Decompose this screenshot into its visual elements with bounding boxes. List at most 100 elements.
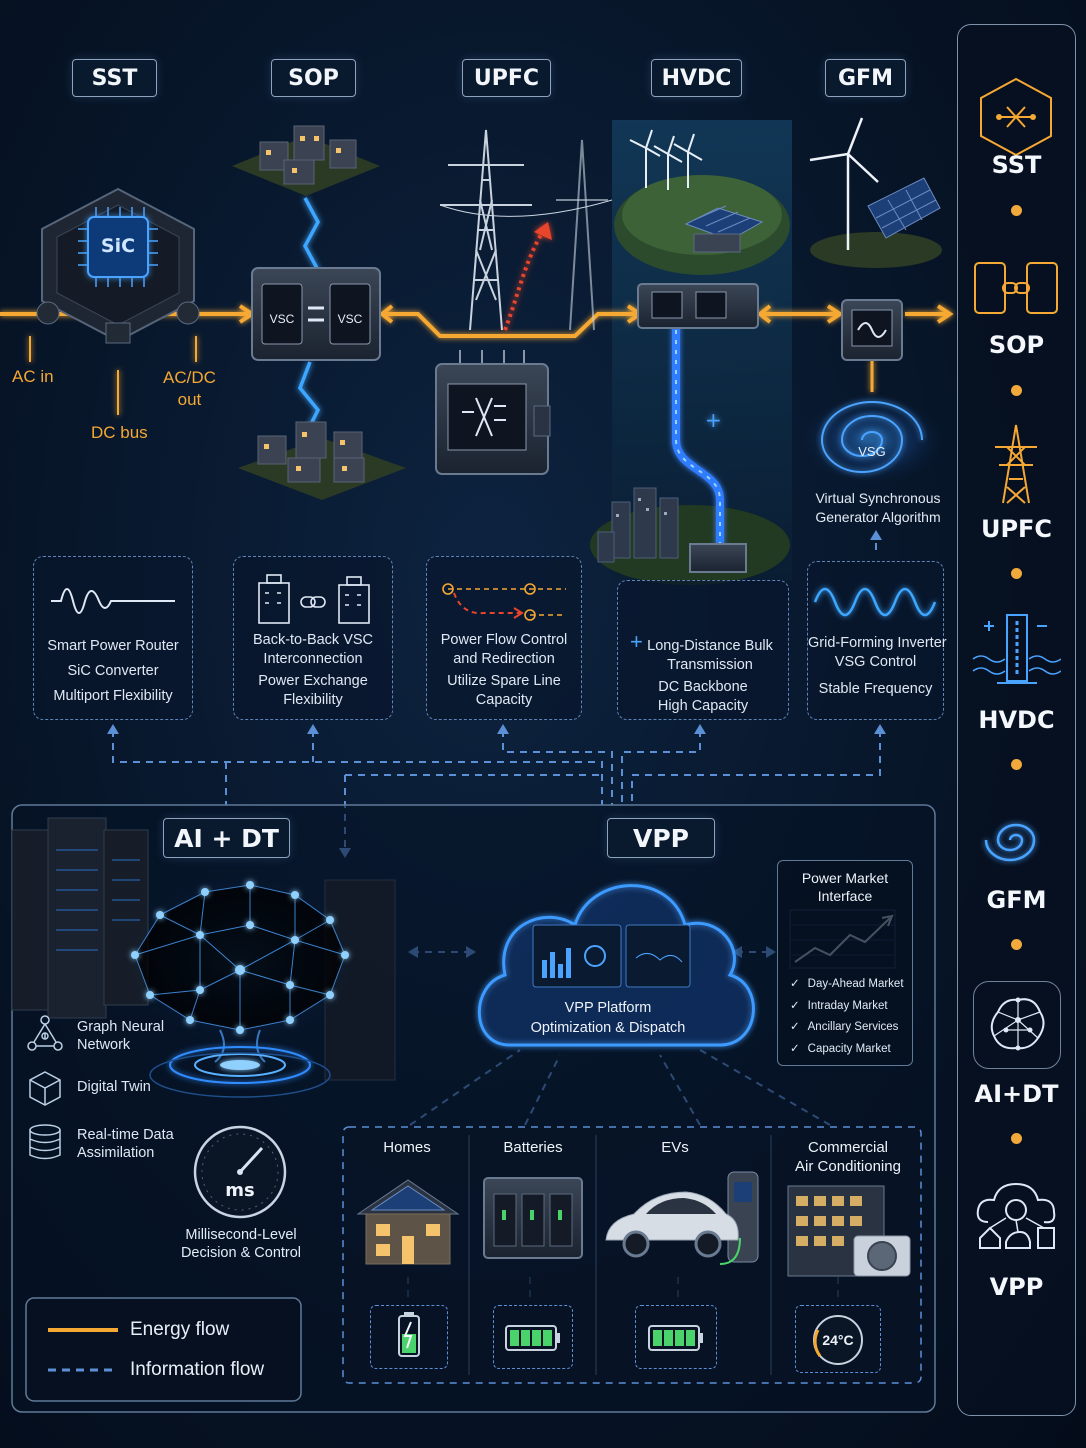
sidebar-dot [1011,759,1022,770]
sst-feature-2: SiC Converter [67,663,159,679]
sop-device: VSC VSC [250,266,382,362]
sop-vsc-right: VSC [337,312,363,326]
legend-energy-label: Energy flow [130,1319,230,1340]
legend-box [25,1297,302,1402]
tag-upfc: UPFC [462,59,551,97]
sidebar-dot [1011,385,1022,396]
sst-acdc-out-label: AC/DC out [163,368,216,409]
ai-feature-digital-twin: Digital Twin [77,1079,151,1095]
sop-feature-2: Power Exchange Flexibility [258,673,368,708]
info-box-upfc: Power Flow Control and Redirection Utili… [426,556,582,720]
waveform-icon [51,588,175,614]
info-box-sst: Smart Power Router SiC Converter Multipo… [33,556,193,720]
battery-charging-icon [398,1312,420,1357]
sidebar-item-upfc[interactable]: UPFC [980,515,1053,543]
home-battery-status [370,1305,448,1369]
vsg-algorithm-label: Virtual Synchronous Generator Algorithm [815,490,941,525]
thermostat-icon [813,1315,863,1365]
ms-label: ms [225,1180,255,1201]
flow-redirect-icon [442,583,566,621]
sst-feature-1: Smart Power Router [47,638,179,654]
decision-label: Millisecond-Level Decision & Control [180,1227,302,1261]
sidebar-item-hvdc[interactable]: HVDC [978,706,1055,734]
ac-thermostat-status: 24°C [795,1305,881,1373]
digital-twin-icon [29,1071,61,1106]
ai-dt-title: AI + DT [163,818,290,858]
sst-dc-bus-label: DC bus [91,423,148,442]
tag-gfm: GFM [825,59,906,97]
house-icon [352,1170,464,1270]
market-item: ✓Capacity Market [790,1042,891,1055]
sidebar-item-gfm[interactable]: GFM [986,886,1047,914]
legend-info-label: Information flow [130,1359,265,1380]
hvdc-feature-2: DC Backbone High Capacity [657,679,749,714]
sic-chip-label: SiC [100,235,136,257]
upfc-towers [439,129,613,331]
upfc-feature-1: Power Flow Control and Redirection [440,632,568,667]
tag-sst: SST [72,59,157,97]
gnn-icon [27,1015,63,1051]
ac-temperature: 24°C [822,1332,854,1348]
buildings-link-icon [258,574,370,624]
info-box-sop: Back-to-Back VSC Interconnection Power E… [233,556,393,720]
brain-network-icon [990,997,1045,1051]
upfc-redirect-arrow [503,222,552,331]
market-list: ✓Day-Ahead Market ✓Intraday Market ✓Anci… [790,976,910,1062]
hvdc-city [594,482,794,578]
category-commercial-ac: Commercial Air Conditioning [795,1139,901,1175]
sop-feature-1: Back-to-Back VSC Interconnection [252,632,374,667]
ai-feature-gnn: Graph Neural Network [77,1019,165,1053]
hvdc-wind-farm [620,118,790,268]
vsg-swirl-icon: VSG [798,392,946,486]
ms-timer-icon [193,1125,287,1219]
sst-ac-in-label: AC in [12,367,54,386]
svg-text:+: + [705,408,722,432]
tag-hvdc: HVDC [651,59,742,97]
sst-device: SiC [34,185,202,345]
sidebar-dot [1011,939,1022,950]
sop-houses-bottom [238,412,406,502]
commercial-building-icon [784,1180,914,1280]
gfm-swirl-icon [984,823,1036,862]
gfm-feature-1: Grid-Forming Inverter VSG Control [808,635,947,670]
sidebar-dot [1011,1133,1022,1144]
vpp-dashboard [532,924,691,988]
sop-link-icon [974,262,1058,314]
ai-feature-data-assimilation: Real-time Data Assimilation [77,1127,174,1161]
ev-car-icon [600,1168,764,1272]
battery-cabinet-icon [480,1170,586,1264]
tag-sop: SOP [271,59,356,97]
gfm-renewables [806,110,946,270]
sop-houses-top [232,112,380,200]
info-box-hvdc: + Long-Distance Bulk Transmission DC Bac… [617,580,789,720]
battery-level-status [493,1305,573,1369]
upfc-device [430,350,554,478]
battery-full-icon [505,1325,560,1351]
sop-vsc-left: VSC [269,312,295,326]
upfc-feature-2: Utilize Spare Line Capacity [447,673,561,708]
sine-wave-icon [813,587,936,617]
sidebar-item-vpp[interactable]: VPP [989,1273,1044,1301]
category-homes: Homes [383,1139,431,1156]
database-icon [29,1124,61,1160]
sidebar-item-sst[interactable]: SST [991,151,1042,179]
gfm-inverter [840,298,904,362]
info-box-gfm: Grid-Forming Inverter VSG Control Stable… [807,561,947,720]
hvdc-cable: + [672,320,724,548]
battery-full-icon [648,1325,703,1351]
sidebar-dot [1011,205,1022,216]
category-evs: EVs [661,1139,689,1156]
hvdc-cable-icon [972,614,1061,684]
sst-feature-3: Multiport Flexibility [53,688,173,704]
hvdc-feature-1: Long-Distance Bulk Transmission [647,638,773,673]
gfm-feature-2: Stable Frequency [818,681,933,697]
tower-icon [995,424,1037,504]
hvdc-converter-top [636,282,760,330]
vsg-label: VSG [858,444,886,459]
sidebar-item-sop[interactable]: SOP [988,331,1045,359]
ev-battery-status [635,1305,717,1369]
power-market-box: Power Market Interface [777,860,913,1066]
sidebar-nav: SST SOP UPFC HVDC GFM AI+DT [957,24,1076,1416]
sidebar-item-ai-dt[interactable]: AI+DT [974,1080,1059,1108]
market-item: ✓Ancillary Services [790,1021,899,1033]
